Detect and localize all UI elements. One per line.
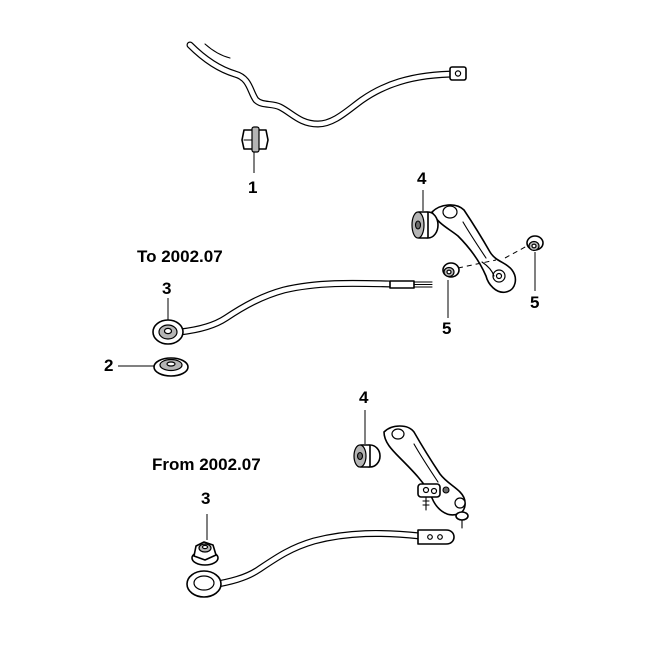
arm-bushing-right	[526, 235, 544, 252]
control-arm-lower	[383, 425, 469, 529]
control-arm-bushing-upper	[411, 211, 439, 239]
control-arm-upper	[431, 204, 517, 294]
stabilizer-bushing	[241, 126, 269, 153]
callout-part4-top: 4	[417, 169, 427, 188]
link-eye-bushing-late	[191, 541, 219, 566]
link-flat-end	[417, 529, 455, 545]
period-label-to: To 2002.07	[137, 247, 223, 266]
link-eye-bushing-early	[158, 324, 178, 340]
callout-part4-bottom: 4	[359, 388, 369, 407]
callout-part3-bottom: 3	[201, 489, 211, 508]
callout-part1: 1	[248, 178, 258, 197]
stabilizer-bar-end-hole	[454, 70, 462, 77]
callout-part3-top: 3	[162, 279, 172, 298]
assembly-axis-left	[457, 259, 497, 269]
washer-bushing	[153, 357, 189, 377]
link-threaded-end	[389, 280, 415, 289]
stabilizer-link-early	[152, 279, 433, 345]
assembly-axis-right	[504, 245, 528, 259]
callout-part5-right: 5	[530, 293, 540, 312]
lower-arm-ball-joint	[455, 511, 469, 521]
callout-part5-left: 5	[442, 319, 452, 338]
stabilizer-bar	[186, 41, 467, 128]
arm-bushing-left	[442, 262, 460, 278]
stabilizer-link-late	[186, 529, 455, 598]
stabilizer-bar-fade	[204, 43, 231, 59]
control-arm-bushing-lower	[353, 444, 381, 468]
period-label-from: From 2002.07	[152, 455, 261, 474]
callout-part2: 2	[104, 356, 114, 375]
